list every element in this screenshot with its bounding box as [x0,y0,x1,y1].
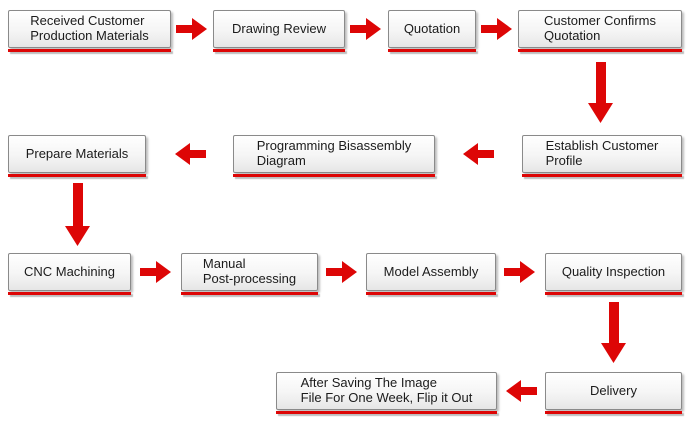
node-drawing-review: Drawing Review [213,10,345,52]
node-label: Programming Bisassembly Diagram [256,138,412,168]
node-delivery: Delivery [545,372,682,414]
arrow-right-icon [481,17,513,41]
arrow-down-icon [65,183,91,247]
node-manual-post-processing: Manual Post-processing [181,253,318,295]
node-after-saving-image: After Saving The Image File For One Week… [276,372,497,414]
node-cnc-machining: CNC Machining [8,253,131,295]
node-quality-inspection: Quality Inspection [545,253,682,295]
node-label: Quotation [403,20,461,36]
arrow-down-icon [601,302,627,364]
node-label: Drawing Review [232,20,326,36]
node-customer-confirms-quotation: Customer Confirms Quotation [518,10,682,52]
node-label: CNC Machining [23,263,116,279]
arrow-left-icon [462,142,494,166]
node-label: Delivery [590,382,637,398]
node-model-assembly: Model Assembly [366,253,496,295]
node-establish-customer-profile: Establish Customer Profile [522,135,682,177]
node-label: After Saving The Image File For One Week… [300,375,473,405]
node-prepare-materials: Prepare Materials [8,135,146,177]
node-label: Received Customer Production Materials [30,13,149,43]
node-label: Manual Post-processing [202,256,297,286]
arrow-right-icon [326,260,358,284]
node-label: Customer Confirms Quotation [544,13,656,43]
node-label: Model Assembly [383,263,479,279]
node-label: Prepare Materials [25,145,129,161]
arrow-right-icon [140,260,172,284]
arrow-left-icon [174,142,206,166]
arrow-right-icon [504,260,536,284]
node-quotation: Quotation [388,10,476,52]
node-programming-bisassembly-diagram: Programming Bisassembly Diagram [233,135,435,177]
node-label: Establish Customer Profile [545,138,659,168]
node-received-customer-production-materials: Received Customer Production Materials [8,10,171,52]
node-label: Quality Inspection [561,263,666,279]
arrow-down-icon [588,62,614,124]
arrow-right-icon [176,17,208,41]
arrow-right-icon [350,17,382,41]
arrow-left-icon [505,379,537,403]
